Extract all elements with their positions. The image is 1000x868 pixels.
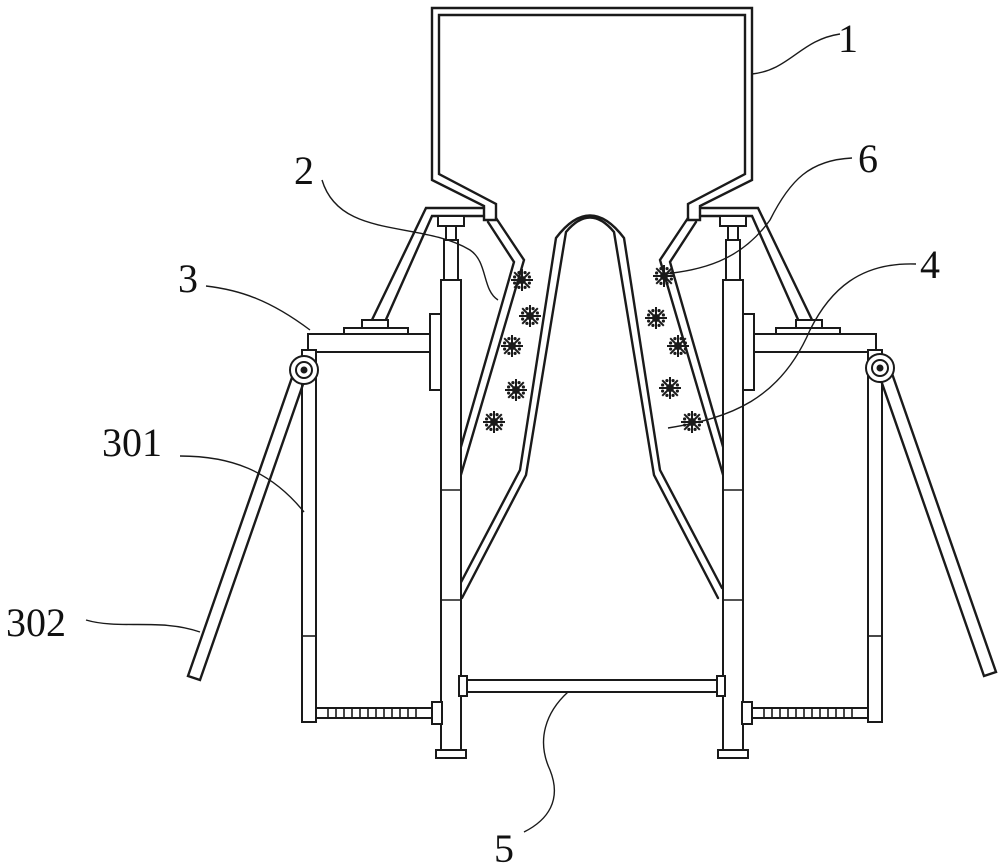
part-labels: 1 2 3 301 302 4 6 5 — [6, 16, 940, 868]
spray-nozzle-icon — [519, 305, 541, 327]
label-left-support-leg: 302 — [6, 600, 66, 645]
label-lower-crossbar: 5 — [494, 826, 514, 868]
left-guide-plate — [450, 216, 526, 490]
label-hopper: 1 — [838, 16, 858, 61]
spray-nozzle-icon — [667, 335, 689, 357]
right-bottom-threaded-rod — [741, 701, 869, 725]
spray-nozzle-icon — [505, 379, 527, 401]
hopper — [430, 6, 754, 222]
spray-nozzles — [483, 265, 703, 433]
right-hinge-and-leg — [865, 353, 998, 678]
left-frame — [301, 239, 467, 759]
label-right-guide: 4 — [920, 242, 940, 287]
label-left-guide: 2 — [294, 148, 314, 193]
leader-lines — [85, 33, 917, 833]
spray-nozzle-icon — [511, 269, 533, 291]
spray-nozzle-icon — [659, 377, 681, 399]
right-frame — [717, 239, 883, 759]
label-left-hinge-link: 301 — [102, 420, 162, 465]
spray-nozzle-icon — [501, 335, 523, 357]
right-upper-bracket — [698, 206, 841, 337]
left-bottom-threaded-rod — [315, 701, 443, 725]
center-guide-peak — [456, 214, 724, 600]
left-hinge-and-leg — [186, 355, 319, 682]
spray-nozzle-icon — [653, 265, 675, 287]
left-upper-bracket — [343, 206, 486, 337]
spray-nozzle-icon — [645, 307, 667, 329]
label-spray-nozzles: 6 — [858, 136, 878, 181]
spray-nozzle-icon — [483, 411, 505, 433]
label-left-frame: 3 — [178, 256, 198, 301]
lower-crossbar — [458, 675, 726, 697]
